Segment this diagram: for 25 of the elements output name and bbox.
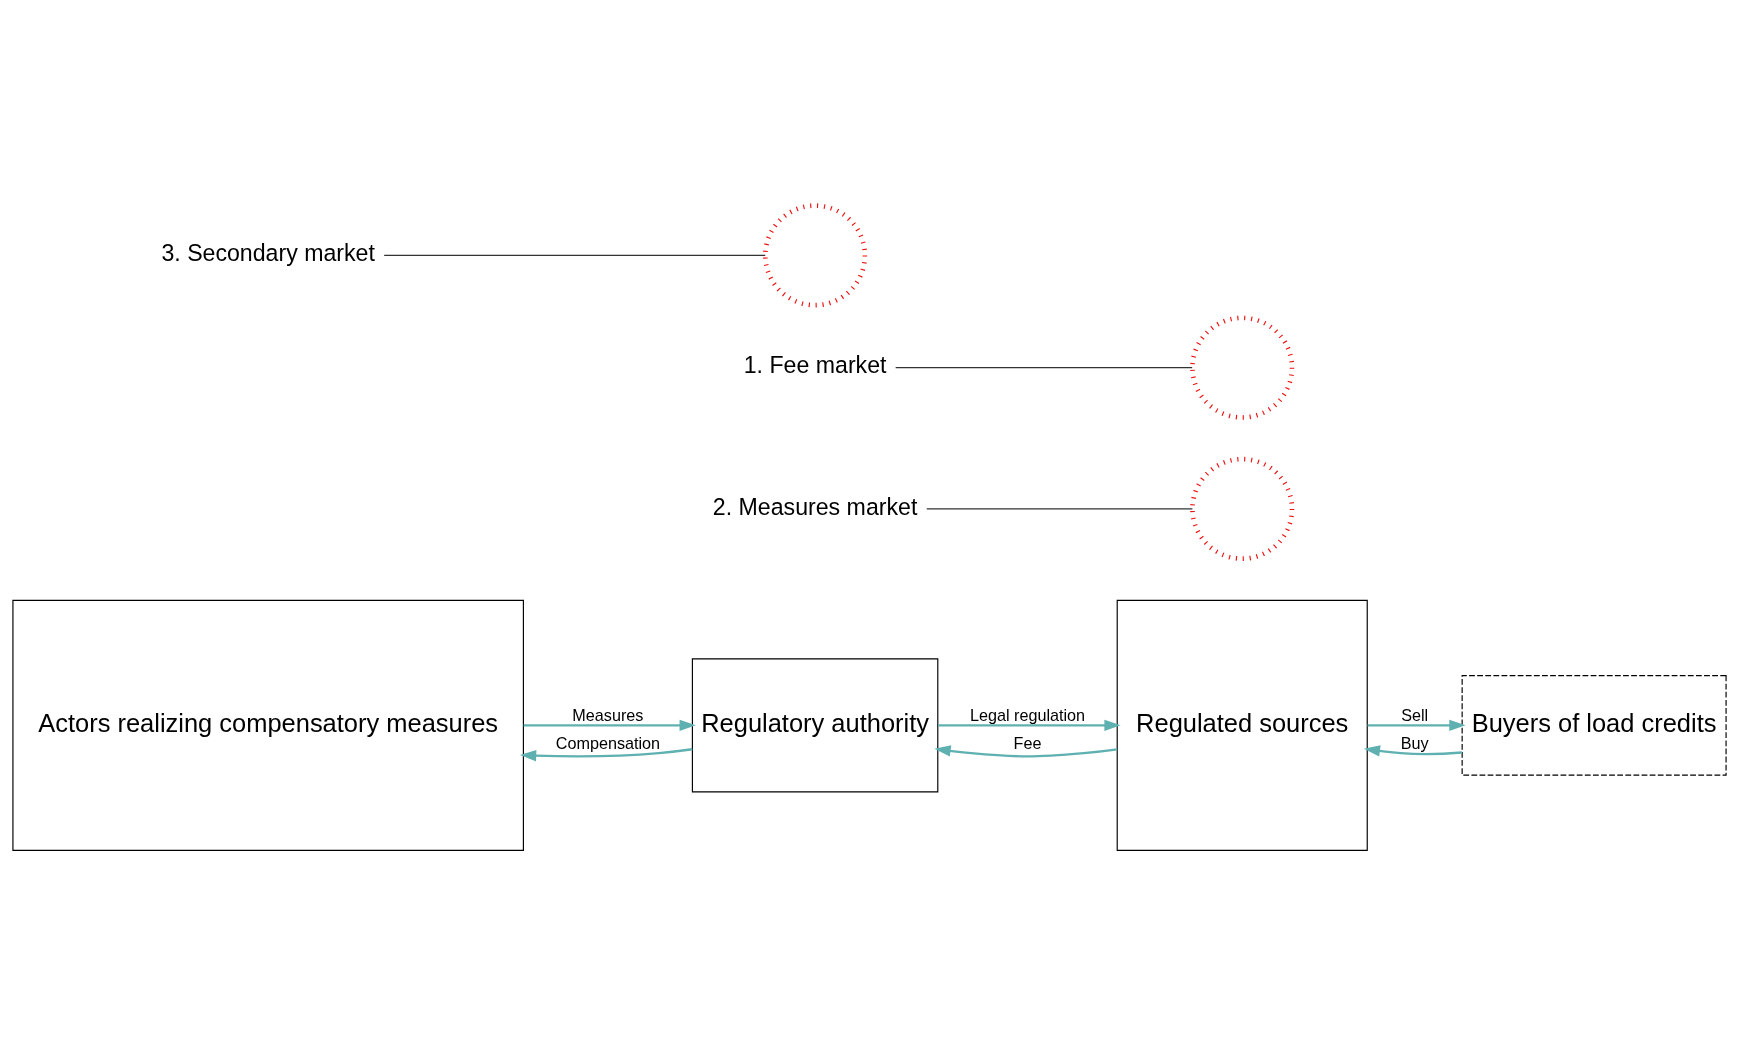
arrow — [934, 744, 1118, 758]
edge-label: Legal regulation — [969, 705, 1086, 724]
arrow — [1363, 744, 1462, 757]
arrow — [938, 719, 1121, 731]
connector — [926, 507, 1193, 509]
connector — [383, 254, 766, 256]
arrow — [523, 719, 696, 731]
edge-label: Measures — [572, 705, 644, 724]
node-circle — [1190, 456, 1295, 561]
node-box: Buyers of load credits — [1461, 674, 1727, 776]
node-box: Actors realizing compensatory measures — [12, 599, 524, 851]
edge-label: Fee — [1013, 733, 1042, 752]
edge-label: Buy — [1400, 733, 1429, 752]
node-circle — [763, 202, 868, 307]
node-box: Regulated sources — [1116, 599, 1368, 851]
node-text: 1. Fee market — [743, 351, 887, 378]
edge-label: Compensation — [555, 733, 661, 752]
node-box: Regulatory authority — [691, 657, 939, 792]
arrow — [1367, 719, 1466, 731]
arrow — [519, 747, 693, 761]
node-text: 3. Secondary market — [161, 239, 375, 266]
node-text: 2. Measures market — [712, 493, 918, 520]
node-circle — [1190, 315, 1295, 420]
connector — [895, 366, 1193, 368]
edge-label: Sell — [1401, 705, 1429, 724]
